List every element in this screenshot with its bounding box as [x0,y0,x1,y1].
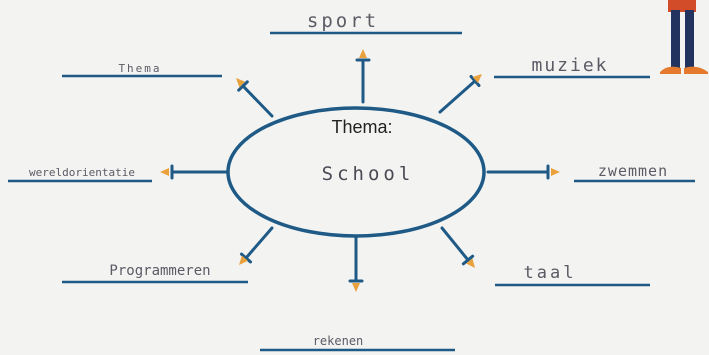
spoke-top-right [438,79,477,114]
spoke-bottom-right [440,226,470,262]
arrowhead-bottom-right [466,258,475,268]
spoke-end-bottom-right [461,254,475,266]
center-topic: School [322,163,415,185]
arrowhead-top [359,49,367,58]
spoke-top-left [241,84,274,118]
spoke-end-top-right [469,75,481,87]
branch-label-top-left: Thema [118,62,161,75]
branch-label-left: wereldorientatie [29,166,135,179]
branch-label-top: sport [307,10,379,32]
center-heading: Thema: [331,117,392,137]
spoke-end-top-left [237,80,249,92]
arrowhead-right [551,168,560,176]
branch-group: sport muziek zwemmen taal rekenen Programmere… [8,10,695,352]
arrowhead-top-left [236,78,246,88]
arrowhead-left [160,168,169,176]
arrowhead-bottom [352,283,360,292]
person-illustration [660,0,708,74]
spoke-bottom-left [244,226,274,260]
arrowhead-bottom-left [239,255,248,265]
branch-label-right: zwemmen [598,162,668,180]
branch-label-top-right: muziek [531,55,608,76]
branch-label-bottom-left: Programmeren [109,263,210,279]
branch-label-bottom-right: taal [524,263,577,283]
spoke-end-bottom-left [239,252,253,264]
branch-label-bottom: rekenen [313,334,364,348]
arrowhead-top-right [472,74,482,83]
